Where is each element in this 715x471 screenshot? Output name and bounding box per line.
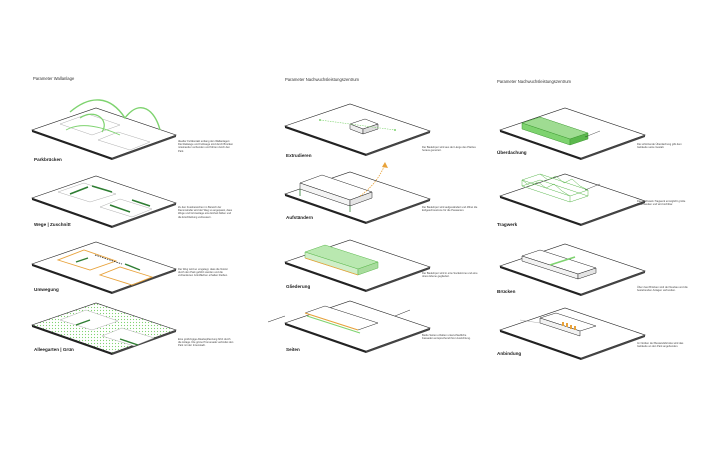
step-label: Extrudieren [286,153,312,158]
step-note: Der Baukörper wird aus der Länge des Pla… [422,146,476,153]
panel-anbindung [499,307,646,360]
step-label: Wege | Zuschnitt [34,222,71,227]
column-title-wallanlage: Parameter Wallanlage [33,76,75,81]
panel-parkbruecken [31,99,177,160]
panel-extrudieren [284,103,431,156]
step-label: Gliederung [286,284,311,289]
panel-alleegarten-gruen [31,302,177,355]
step-label: Umwegung [34,287,59,292]
step-note: Der Baukörper wird in eine Sockelzone un… [422,272,478,279]
step-label: Alleegarten | Grün [34,347,74,352]
panel-umwegung [31,241,177,294]
panel-seiten [267,300,431,353]
step-note: Die schützende Überdachung gibt dem Gebä… [637,143,682,150]
panel-gliederung [284,239,431,292]
panel-ueberdachung [499,107,646,160]
step-note: Eine großzügige Alleebepflanzung führt d… [178,338,234,348]
column-title-nlz-1: Parameter Nachwuchsleistungszentrum [285,77,360,82]
step-label: Aufständern [286,215,314,220]
column-title-nlz-2: Parameter Nachwuchsleistungszentrum [497,79,572,84]
step-note: Beide Seiten erhalten unterschiedliche F… [422,334,471,341]
step-label: Brücken [497,289,516,294]
step-note: Der Weg wird so umgelegt, dass die Nutze… [178,268,228,278]
step-note: Im Norden der Bestandsbrücke wird das Ge… [637,342,684,349]
step-label: Seiten [286,347,300,352]
step-label: Anbindung [497,351,522,356]
step-note: Das Fachwerk-Tragwerk ermöglicht große S… [637,200,686,207]
step-note: Der Baukörper wird aufgeständert und öff… [422,206,478,213]
step-label: Tragwerk [497,222,518,227]
panel-wege-zuschnitt [31,175,177,228]
step-note: Ideeller Fußkontakt entlang den Wallanla… [178,140,234,153]
panel-aufstaendern [284,162,431,224]
step-label: Überdachung [497,150,527,155]
step-note: Über zwei Brücken sind der Neubau und di… [637,286,688,293]
panel-tragwerk [499,173,646,226]
step-note: Zu den Fussbereichen im Bereich der Damm… [178,206,233,219]
panel-bruecken [499,243,646,296]
step-label: Parkbrücken [34,157,62,162]
